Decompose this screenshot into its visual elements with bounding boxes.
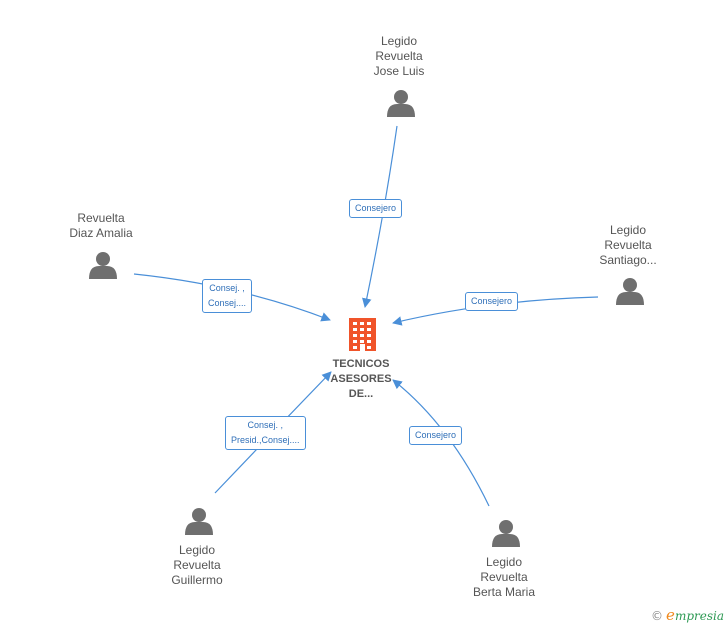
brand-name: mpresia [674,609,724,623]
person-icon[interactable] [185,508,213,535]
person-label-santiago[interactable]: Legido Revuelta Santiago... [599,223,657,267]
person-icon[interactable] [492,520,520,547]
person-label-jose-luis[interactable]: Legido Revuelta Jose Luis [373,34,425,78]
copyright-icon: © [651,609,664,623]
person-label-amalia[interactable]: Revuelta Diaz Amalia [69,211,133,240]
role-badge-amalia[interactable]: Consej. , Consej.... [202,279,253,313]
role-badge-berta[interactable]: Consejero [409,426,463,445]
person-label-guillermo[interactable]: Legido Revuelta Guillermo [171,543,223,587]
building-icon[interactable] [349,318,376,351]
person-label-berta[interactable]: Legido Revuelta Berta Maria [472,555,536,599]
role-badge-guillermo[interactable]: Consej. , Presid.,Consej.... [225,416,306,450]
role-badge-jose-luis[interactable]: Consejero [349,199,403,218]
empresia-brand[interactable]: ©empresia [651,606,724,624]
person-icon[interactable] [89,252,117,279]
person-icon[interactable] [387,90,415,117]
brand-initial: e [666,606,675,624]
company-label[interactable]: TECNICOS ASESORES DE... [330,358,392,400]
role-badge-santiago[interactable]: Consejero [465,292,519,311]
person-icon[interactable] [616,278,644,305]
